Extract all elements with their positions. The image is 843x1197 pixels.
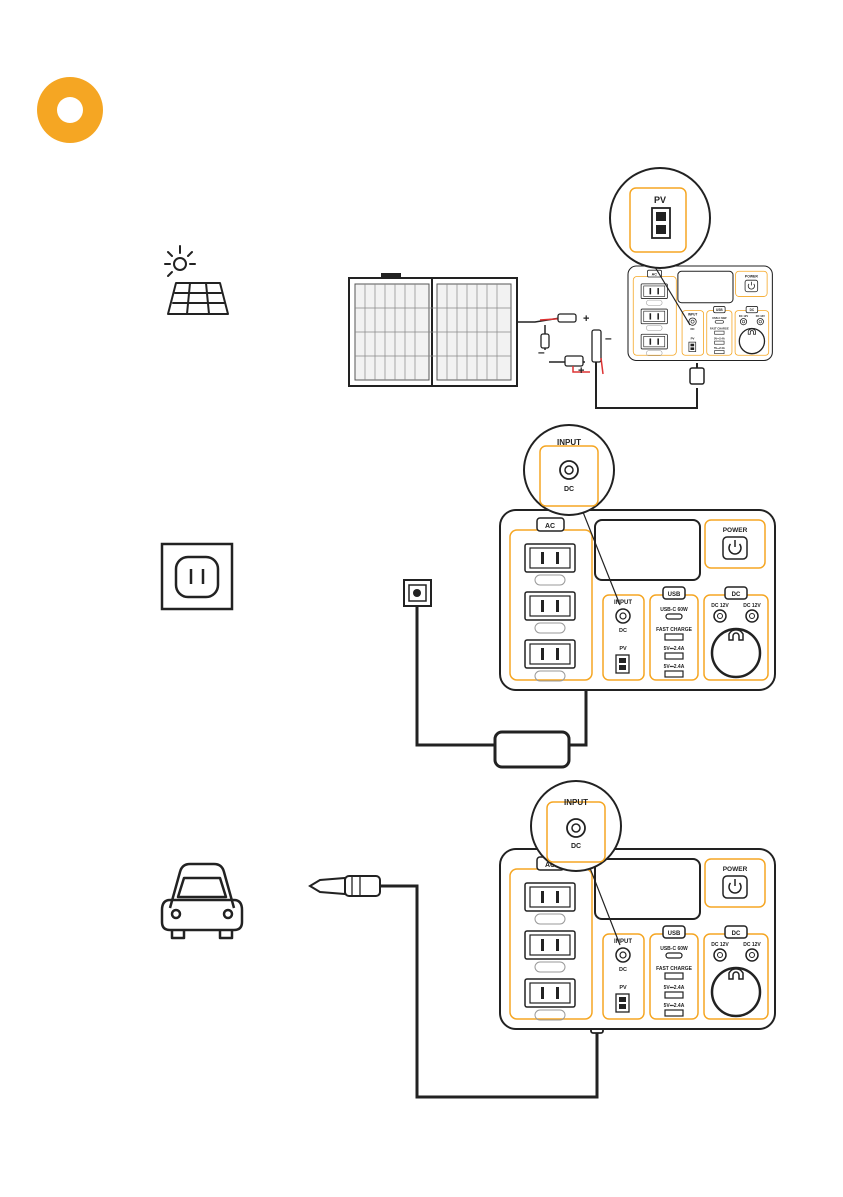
station-wall — [500, 510, 775, 690]
wall-zoom-title: INPUT — [557, 438, 581, 447]
station-car — [500, 849, 775, 1029]
car-zoom-port: DC — [571, 843, 581, 850]
car-zoom-title: INPUT — [564, 798, 588, 807]
solar-icon — [165, 246, 228, 314]
wall-socket — [404, 580, 431, 606]
car-icon — [162, 864, 242, 938]
polarity-plus-top: + — [583, 313, 589, 325]
polarity-minus-bottom: – — [538, 345, 545, 359]
polarity-plus-bottom: + — [578, 365, 584, 377]
charge-badge-icon — [37, 77, 103, 143]
solar-panel — [349, 273, 517, 386]
polarity-minus-top: – — [605, 331, 612, 345]
station-small — [628, 266, 772, 361]
pv-zoom-label: PV — [654, 195, 666, 205]
wall-outlet-icon — [162, 544, 232, 609]
wall-zoom-port: DC — [564, 486, 574, 493]
